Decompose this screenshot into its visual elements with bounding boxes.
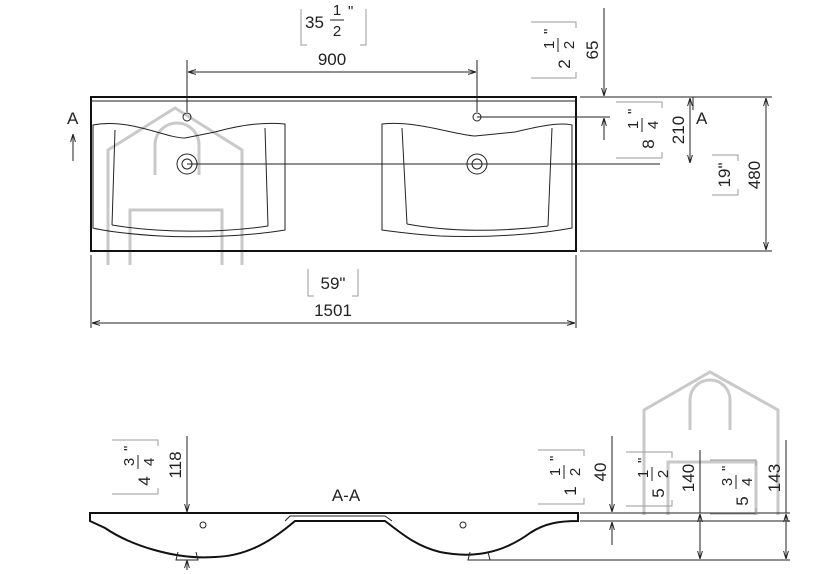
svg-text:": " bbox=[547, 456, 564, 461]
left-basin bbox=[92, 122, 286, 238]
faucet-spacing-mm: 900 bbox=[318, 50, 346, 69]
right-basin bbox=[381, 122, 573, 238]
svg-text:4: 4 bbox=[141, 458, 158, 466]
svg-text:": " bbox=[121, 446, 138, 451]
svg-text:59": 59" bbox=[321, 274, 346, 293]
drain-offset-inches: 8 1 4 " bbox=[616, 101, 663, 159]
section-depth-inches: 4 3 4 " bbox=[112, 439, 159, 495]
svg-text:1: 1 bbox=[333, 2, 341, 19]
svg-text:4: 4 bbox=[135, 476, 154, 485]
drain-offset-mm: 210 bbox=[669, 116, 688, 144]
svg-text:3: 3 bbox=[121, 458, 138, 466]
width-mm: 1501 bbox=[314, 301, 352, 320]
svg-text:3: 3 bbox=[719, 478, 736, 486]
rim-mm: 40 bbox=[591, 463, 610, 482]
svg-text:4: 4 bbox=[645, 121, 662, 129]
watermark-logo-top bbox=[106, 106, 244, 265]
depth-inches: 19" bbox=[712, 154, 739, 196]
depth-mm: 480 bbox=[745, 161, 764, 189]
bowl-mm: 140 bbox=[679, 464, 698, 492]
svg-text:1: 1 bbox=[561, 486, 580, 495]
svg-text:2: 2 bbox=[655, 470, 672, 478]
svg-text:1: 1 bbox=[625, 121, 642, 129]
section-marker-left: A bbox=[67, 109, 79, 128]
svg-text:5: 5 bbox=[649, 488, 668, 497]
left-faucet-hole bbox=[182, 112, 192, 122]
svg-text:": " bbox=[348, 3, 353, 20]
hole-offset-inches: 2 1 2 " bbox=[531, 21, 578, 79]
svg-text:2: 2 bbox=[567, 468, 584, 476]
top-view: 900 35 1 2 " A A 1501 59" 480 19" bbox=[67, 2, 772, 328]
svg-text:1: 1 bbox=[547, 468, 564, 476]
total-height-mm: 143 bbox=[765, 464, 784, 492]
rim-inches: 1 1 2 " bbox=[538, 449, 585, 505]
svg-text:2: 2 bbox=[561, 41, 578, 49]
section-depth-mm: 118 bbox=[166, 451, 185, 478]
svg-text:": " bbox=[635, 458, 652, 463]
watermark-logo-section bbox=[642, 370, 780, 515]
sink-outline bbox=[90, 96, 577, 252]
faucet-spacing-inches: 35 1 2 " bbox=[300, 2, 367, 46]
svg-text:2: 2 bbox=[333, 23, 341, 40]
section-title: A-A bbox=[332, 486, 361, 505]
bowl-inches: 5 1 2 " bbox=[626, 451, 673, 507]
section-view: A-A 118 4 3 4 " 40 bbox=[89, 370, 790, 570]
svg-text:1: 1 bbox=[541, 41, 558, 49]
svg-text:19": 19" bbox=[715, 163, 734, 188]
svg-text:5: 5 bbox=[733, 496, 752, 505]
svg-text:": " bbox=[719, 466, 736, 471]
section-profile bbox=[89, 512, 579, 559]
svg-text:35: 35 bbox=[305, 13, 324, 32]
svg-text:4: 4 bbox=[739, 478, 756, 486]
section-marker-right: A bbox=[696, 109, 708, 128]
svg-text:1: 1 bbox=[635, 470, 652, 478]
hole-offset-mm: 65 bbox=[583, 41, 602, 60]
width-inches: 59" bbox=[307, 269, 359, 297]
svg-text:": " bbox=[625, 109, 642, 114]
total-height-inches: 5 3 4 " bbox=[710, 459, 757, 515]
svg-text:": " bbox=[541, 29, 558, 34]
svg-text:8: 8 bbox=[639, 139, 658, 148]
svg-text:2: 2 bbox=[555, 59, 574, 68]
